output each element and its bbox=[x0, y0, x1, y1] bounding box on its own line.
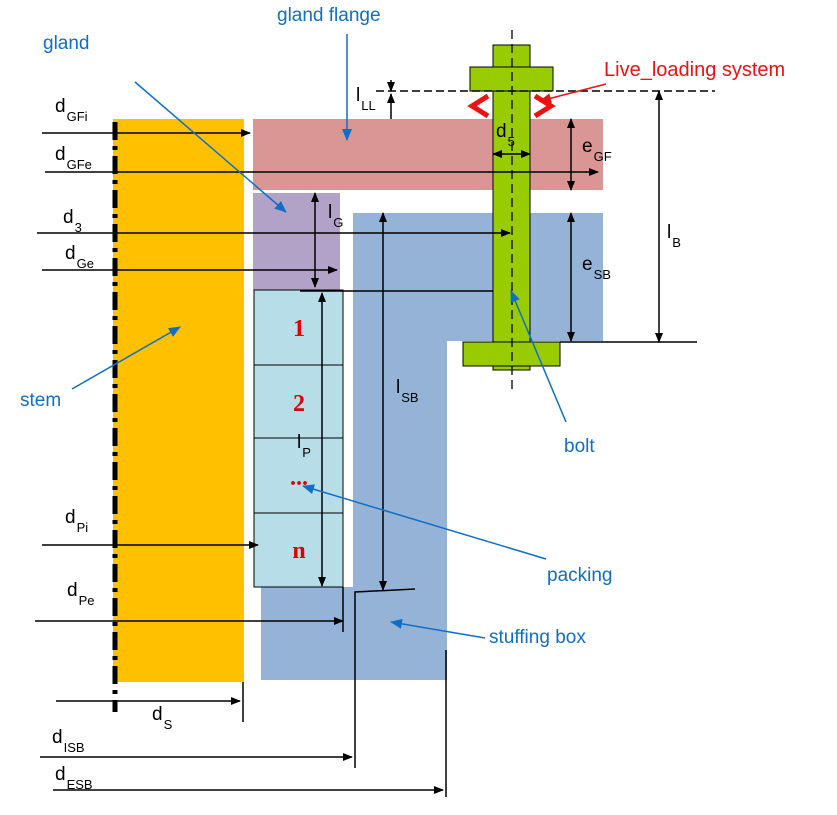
dim-eSB-sub: SB bbox=[594, 267, 611, 282]
dim-eGF: eGF bbox=[582, 136, 612, 164]
callout-leaders bbox=[71, 34, 567, 639]
leader-bolt bbox=[510, 290, 567, 423]
dim-lP-main: l bbox=[297, 432, 301, 453]
dim-dGe: dGe bbox=[65, 243, 94, 271]
dim-dESB: dESB bbox=[55, 764, 93, 792]
label-live-loading: Live_loading system bbox=[604, 59, 785, 81]
dim-dS: dS bbox=[152, 704, 173, 732]
dim-dISB-sub: ISB bbox=[64, 740, 85, 755]
leader-stuffing-box bbox=[390, 618, 486, 639]
stem bbox=[113, 119, 244, 682]
label-stem: stem bbox=[20, 390, 61, 411]
dim-dPi-sub: Pi bbox=[77, 520, 89, 535]
label-packing: packing bbox=[547, 565, 613, 586]
dim-d3-sub: 3 bbox=[75, 220, 82, 235]
dim-lG-sub: G bbox=[333, 215, 343, 230]
dim-eSB-main: e bbox=[582, 254, 593, 275]
packing-ring-n bbox=[253, 512, 344, 588]
dim-lG-main: l bbox=[328, 202, 332, 223]
dimension-labels: dGFi dGFe d3 dGe dPi dPe dS dISB dESB d5… bbox=[52, 85, 681, 792]
dim-lG: lG bbox=[328, 202, 343, 230]
dim-eGF-sub: GF bbox=[594, 149, 612, 164]
dim-dPe-main: d bbox=[67, 580, 78, 601]
dim-dS-sub: S bbox=[164, 717, 173, 732]
dim-lB: lB bbox=[667, 222, 681, 250]
parts bbox=[113, 44, 603, 682]
ext-dISB bbox=[354, 588, 416, 768]
dim-lLL-main: l bbox=[356, 85, 360, 106]
dim-dGFi-sub: GFi bbox=[67, 109, 88, 124]
dim-dISB: dISB bbox=[52, 727, 85, 755]
dim-dGe-main: d bbox=[65, 243, 76, 264]
dim-d3: d3 bbox=[63, 207, 82, 235]
diameter-arrows bbox=[35, 129, 599, 794]
callout-labels: gland gland flange stem bolt packing stu… bbox=[20, 5, 785, 648]
label-stuffing-box: stuffing box bbox=[489, 627, 586, 648]
dim-dISB-main: d bbox=[52, 727, 63, 748]
dim-d5: d5 bbox=[496, 121, 515, 149]
dim-lB-main: l bbox=[667, 222, 671, 243]
leader-gland bbox=[134, 81, 287, 213]
dim-dPi-main: d bbox=[65, 507, 76, 528]
label-bolt: bolt bbox=[564, 436, 595, 457]
dim-dGFe-main: d bbox=[55, 144, 66, 165]
dim-lLL-sub: LL bbox=[361, 98, 375, 113]
dim-lP: lP bbox=[297, 432, 311, 460]
dim-dS-main: d bbox=[152, 704, 163, 725]
leader-stem bbox=[71, 326, 181, 390]
ring-number-dots: ... bbox=[290, 465, 308, 491]
dim-d3-main: d bbox=[63, 207, 74, 228]
dim-eSB: eSB bbox=[582, 254, 611, 282]
extension-lines bbox=[242, 90, 715, 797]
gland bbox=[253, 193, 340, 290]
dim-dPi: dPi bbox=[65, 507, 88, 535]
dim-lLL: lLL bbox=[356, 85, 376, 113]
dim-dGFi: dGFi bbox=[55, 96, 88, 124]
dim-dESB-sub: ESB bbox=[67, 777, 93, 792]
dim-dPe-sub: Pe bbox=[79, 593, 95, 608]
dim-lSB-sub: SB bbox=[401, 390, 418, 405]
dim-lB-sub: B bbox=[672, 235, 681, 250]
leader-packing bbox=[302, 484, 547, 560]
gland-flange bbox=[253, 119, 603, 190]
dim-d5-main: d bbox=[496, 121, 507, 142]
length-arrows bbox=[311, 80, 663, 591]
dim-lSB-main: l bbox=[396, 377, 400, 398]
packing-stack bbox=[253, 289, 344, 588]
dim-lP-sub: P bbox=[302, 445, 311, 460]
spring-left bbox=[467, 93, 490, 119]
label-gland: gland bbox=[43, 33, 90, 54]
dim-dGFe: dGFe bbox=[55, 144, 92, 172]
dim-dGe-sub: Ge bbox=[77, 256, 94, 271]
label-gland-flange: gland flange bbox=[277, 5, 381, 26]
dim-dESB-main: d bbox=[55, 764, 66, 785]
dim-lSB: lSB bbox=[396, 377, 419, 405]
leader-live-loading bbox=[539, 83, 607, 104]
ring-number-2: 2 bbox=[293, 391, 305, 417]
ring-number-1: 1 bbox=[293, 316, 305, 342]
dim-dGFe-sub: GFe bbox=[67, 157, 92, 172]
dim-dGFi-main: d bbox=[55, 96, 66, 117]
dim-eGF-main: e bbox=[582, 136, 593, 157]
packing-ring-1 bbox=[253, 289, 344, 366]
packing-ring-numbers: 1 2 ... n bbox=[290, 316, 308, 564]
packing-ring-2 bbox=[253, 364, 344, 439]
dim-dPe: dPe bbox=[67, 580, 94, 608]
dim-d5-sub: 5 bbox=[508, 134, 515, 149]
ring-number-n: n bbox=[292, 538, 305, 564]
